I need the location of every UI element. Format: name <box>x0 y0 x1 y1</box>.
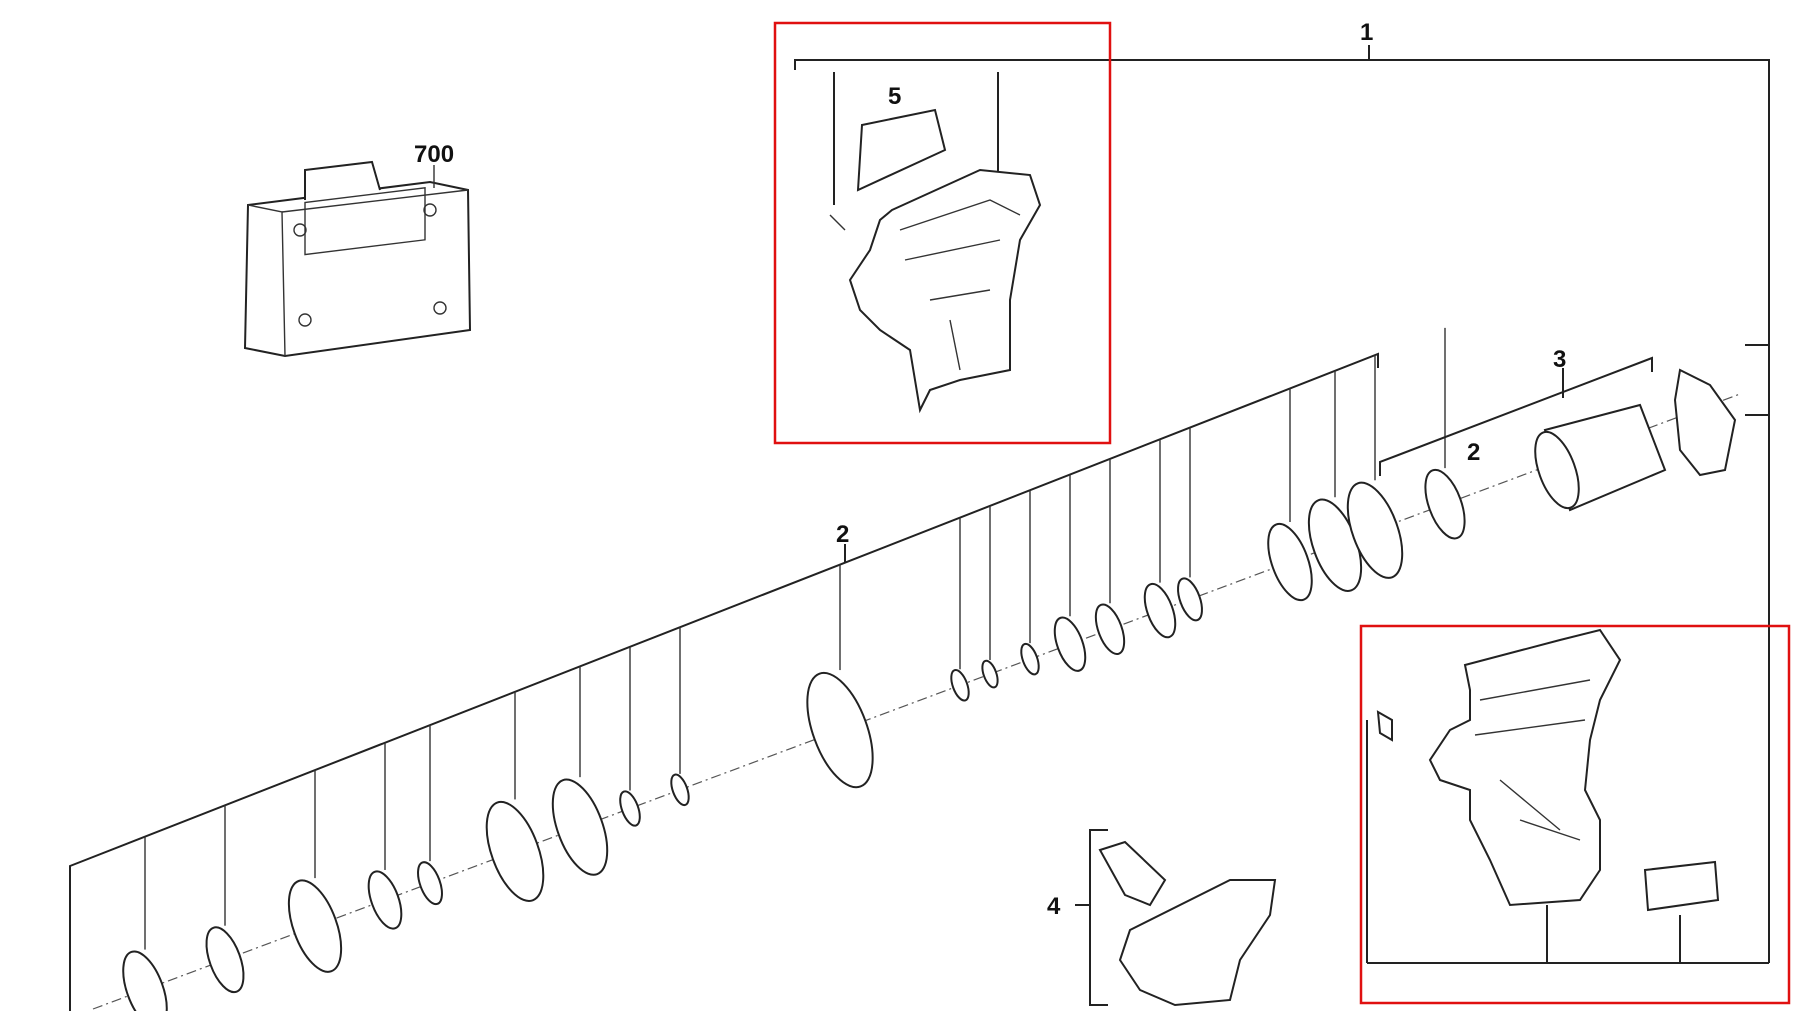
drive-part <box>1020 642 1040 676</box>
drive-part <box>551 778 609 876</box>
drive-part <box>670 773 690 807</box>
label-switch-4: 4 <box>1047 893 1061 920</box>
switch-assembly-4 <box>1075 829 1277 1007</box>
label-case-700: 700 <box>414 141 454 168</box>
drive-part <box>1177 577 1203 622</box>
housing-half-handle <box>1376 628 1720 912</box>
assembly-1-bracket <box>794 45 1770 964</box>
label-gearbox-2-motor: 2 <box>1467 439 1480 466</box>
highlight-box-housing-top <box>773 21 1112 445</box>
housing-half-top <box>829 72 1042 414</box>
label-motor-3: 3 <box>1553 346 1566 373</box>
highlight-box-housing-handle <box>1359 624 1791 1005</box>
drive-part <box>1053 616 1087 672</box>
drive-part <box>122 950 168 1011</box>
drive-part <box>806 671 874 789</box>
drive-train-parts <box>122 327 1466 1011</box>
drive-part <box>287 879 343 973</box>
motor-3-bracket <box>1379 356 1653 476</box>
drive-part <box>619 790 641 827</box>
drive-part <box>1267 522 1313 602</box>
carrying-case-700 <box>243 160 472 358</box>
drive-part <box>1143 582 1177 639</box>
drive-part <box>205 926 245 994</box>
drive-part <box>485 800 545 902</box>
motor-3 <box>1534 368 1737 512</box>
label-plate-5: 5 <box>888 83 901 110</box>
drive-part <box>1424 468 1466 540</box>
gearbox-2-bracket <box>69 352 1379 1011</box>
drive-part <box>1346 481 1404 579</box>
drive-part <box>367 870 403 930</box>
drive-part <box>981 659 999 689</box>
label-gearbox-2-main: 2 <box>836 521 849 548</box>
drive-part <box>417 861 443 906</box>
drive-part <box>1094 603 1126 656</box>
drive-part <box>950 669 970 702</box>
label-assembly-1: 1 <box>1360 19 1373 46</box>
centerline <box>92 393 1741 1010</box>
